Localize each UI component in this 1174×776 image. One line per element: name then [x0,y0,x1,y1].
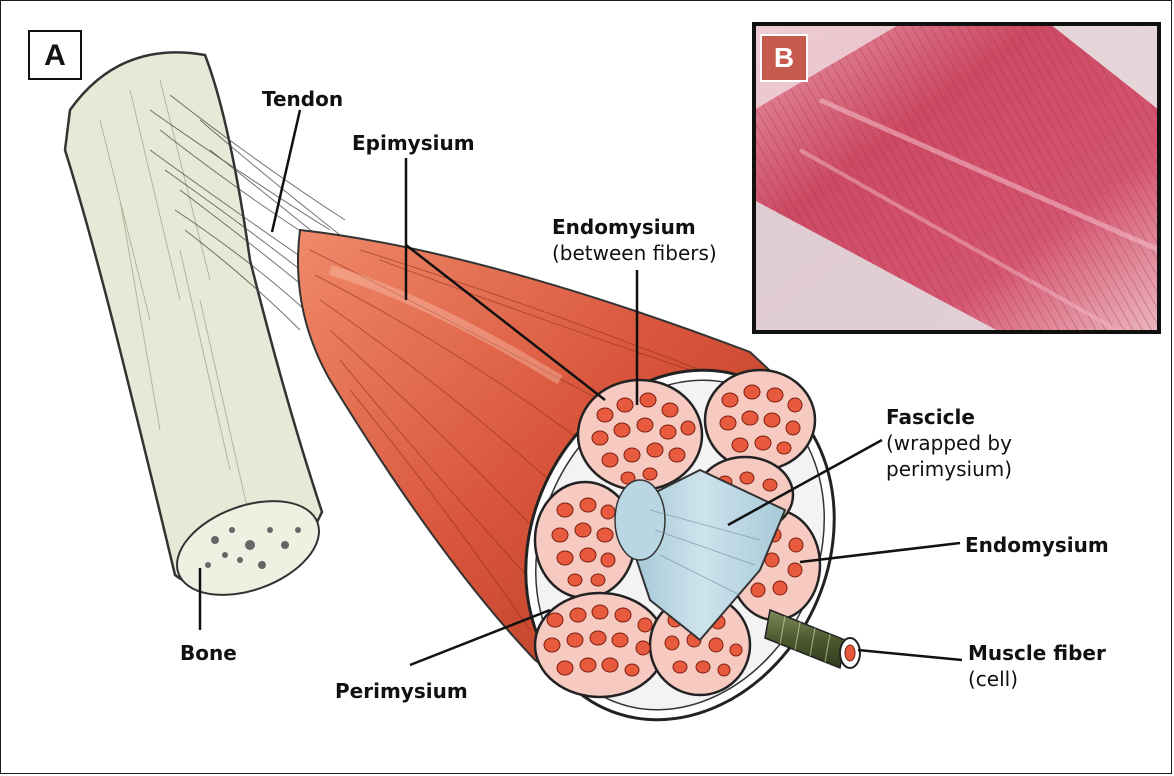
panel-label-b: B [760,34,808,82]
perimysium-label-text: Perimysium [335,679,468,703]
tendon-label-text: Tendon [262,87,343,111]
epimysium-label: Epimysium [352,130,475,156]
perimysium-label: Perimysium [335,678,468,704]
endomysium-top-label-text: Endomysium [552,215,696,239]
muscle-fiber-label-text: Muscle fiber [968,641,1106,665]
endomysium-right-label: Endomysium [965,532,1109,558]
bone-label-text: Bone [180,641,237,665]
bone-label: Bone [180,640,237,666]
fascicle-label: Fascicle (wrapped by perimysium) [886,404,1012,482]
fascicle-label-sub1: (wrapped by [886,430,1012,456]
fascicle-label-sub2: perimysium) [886,456,1012,482]
muscle-fiber-label: Muscle fiber (cell) [968,640,1106,692]
tendon-label: Tendon [262,86,343,112]
endomysium-right-label-text: Endomysium [965,533,1109,557]
bone-shape [65,52,332,612]
endomysium-top-label: Endomysium (between fibers) [552,214,717,266]
epimysium-label-text: Epimysium [352,131,475,155]
endomysium-top-label-sub: (between fibers) [552,240,717,266]
fascicle-label-text: Fascicle [886,405,975,429]
panel-label-a: A [28,30,82,80]
micrograph-image [754,24,1159,332]
muscle-fiber-label-sub: (cell) [968,666,1106,692]
